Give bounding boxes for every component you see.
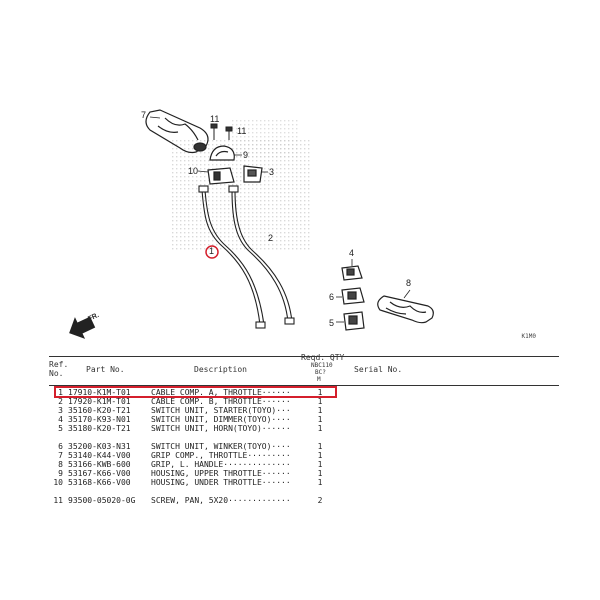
part-number-cell: 35160-K20-T21 [68,406,131,415]
header-serial-no: Serial No. [354,365,403,374]
callout-5: 5 [329,318,335,328]
table-row: 7 53140-K44-V00 GRIP COMP., THROTTLE······… [49,451,559,460]
callout-7: 7 [141,110,147,120]
callout-8: 8 [406,278,412,288]
description-cell: SWITCH UNIT, HORN(TOYO)······ [151,424,291,433]
table-row: 8 53166-KWB-600 GRIP, L. HANDLE···········… [49,460,559,469]
callout-6: 6 [329,292,335,302]
ref-cell: 7 [58,451,63,460]
part-number-cell: 35200-K03-N31 [68,442,131,451]
horn-switch [343,311,365,331]
table-row: 9 53167-K66-V00 HOUSING, UPPER THROTTLE···… [49,469,559,478]
table-row: 1 17910-K1M-T01 CABLE COMP. A, THROTTLE···… [49,388,559,397]
part-number-cell: 53168-K66-V00 [68,478,131,487]
callout-11a: 11 [210,114,220,124]
callout-10: 10 [188,166,199,176]
part-number-cell: 53166-KWB-600 [68,460,131,469]
throttle-grip [145,109,209,154]
header-reqd-qty: Reqd. QTY [301,353,345,362]
table-row: 10 53168-K66-V00 HOUSING, UNDER THROTTLE··… [49,478,559,487]
ref-cell: 5 [58,424,63,433]
winker-switch [341,287,365,305]
ref-cell: 4 [58,415,63,424]
quantity-cell: 1 [317,415,323,424]
quantity-cell: 1 [317,460,323,469]
description-cell: CABLE COMP. B, THROTTLE······ [151,397,291,406]
parts-diagram: 7 11 11 9 10 3 1 2 4 6 8 5 FR. K1M0 [69,109,536,340]
throttle-cables [198,185,295,329]
ref-cell: 8 [58,460,63,469]
drawing-code: K1M0 [521,333,536,340]
callout-4: 4 [349,248,355,258]
callout-11b: 11 [237,126,247,136]
part-number-cell: 35170-K93-N01 [68,415,131,424]
description-cell: GRIP COMP., THROTTLE········· [151,451,291,460]
header-ref: Ref. No. [49,360,69,378]
ref-cell: 10 [53,478,63,487]
quantity-cell: 1 [317,478,323,487]
exploded-view-drawing [69,109,434,339]
under-housing [207,167,235,185]
part-number-cell: 17920-K1M-T01 [68,397,131,406]
part-number-cell: 53167-K66-V00 [68,469,131,478]
callout-9: 9 [243,150,249,160]
description-cell: SWITCH UNIT, WINKER(TOYO)···· [151,442,291,451]
header-description: Description [194,365,247,374]
upper-housing [209,145,235,161]
part-number-cell: 53140-K44-V00 [68,451,131,460]
quantity-cell: 1 [317,397,323,406]
description-cell: CABLE COMP. A, THROTTLE······ [151,388,291,397]
description-cell: HOUSING, UPPER THROTTLE······ [151,469,291,478]
table-row: 6 35200-K03-N31 SWITCH UNIT, WINKER(TOYO)·… [49,442,559,451]
quantity-cell: 1 [317,424,323,433]
table-row: 11 93500-05020-0G SCREW, PAN, 5X20········… [49,496,559,505]
table-top-rule [49,356,559,357]
description-cell: SCREW, PAN, 5X20············· [151,496,291,505]
ref-1-highlight-circle [205,245,219,259]
parts-table: Ref. No. Part No. Description Reqd. QTY … [49,353,559,566]
part-number-cell: 35180-K20-T21 [68,424,131,433]
table-row: 5 35180-K20-T21 SWITCH UNIT, HORN(TOYO)···… [49,424,559,433]
ref-cell: 9 [58,469,63,478]
dimmer-switch [341,265,363,281]
callout-1: 1 [209,246,215,256]
row-1-highlight [54,386,337,398]
screw-11-b [225,126,233,140]
callout-3: 3 [269,167,275,177]
ref-cell: 3 [58,406,63,415]
quantity-cell: 2 [317,496,323,505]
description-cell: SWITCH UNIT, STARTER(TOYO)··· [151,406,291,415]
ref-cell: 11 [53,496,63,505]
part-number-cell: 17910-K1M-T01 [68,388,131,397]
starter-switch [243,165,263,183]
quantity-cell: 1 [317,451,323,460]
quantity-cell: 1 [317,469,323,478]
front-direction-arrow [69,316,96,339]
left-handle-grip [377,295,434,324]
table-header-rule [49,385,559,386]
callout-2: 2 [268,233,274,243]
ref-cell: 6 [58,442,63,451]
description-cell: HOUSING, UNDER THROTTLE······ [151,478,291,487]
description-cell: SWITCH UNIT, DIMMER(TOYO)···· [151,415,291,424]
header-part-no: Part No. [86,365,125,374]
table-row: 3 35160-K20-T21 SWITCH UNIT, STARTER(TOYO)… [49,406,559,415]
quantity-cell: 1 [317,442,323,451]
ref-cell: 1 [58,388,63,397]
table-row: 2 17920-K1M-T01 CABLE COMP. B, THROTTLE···… [49,397,559,406]
part-number-cell: 93500-05020-0G [68,496,136,505]
table-row: 4 35170-K93-N01 SWITCH UNIT, DIMMER(TOYO)·… [49,415,559,424]
description-cell: GRIP, L. HANDLE·············· [151,460,291,469]
ref-cell: 2 [58,397,63,406]
screw-11-a [210,123,218,140]
quantity-cell: 1 [317,388,323,397]
header-model: NBC110 [311,362,333,369]
quantity-cell: 1 [317,406,323,415]
header-model-sub: BC? [315,369,326,376]
header-model-variant: M [317,376,321,383]
